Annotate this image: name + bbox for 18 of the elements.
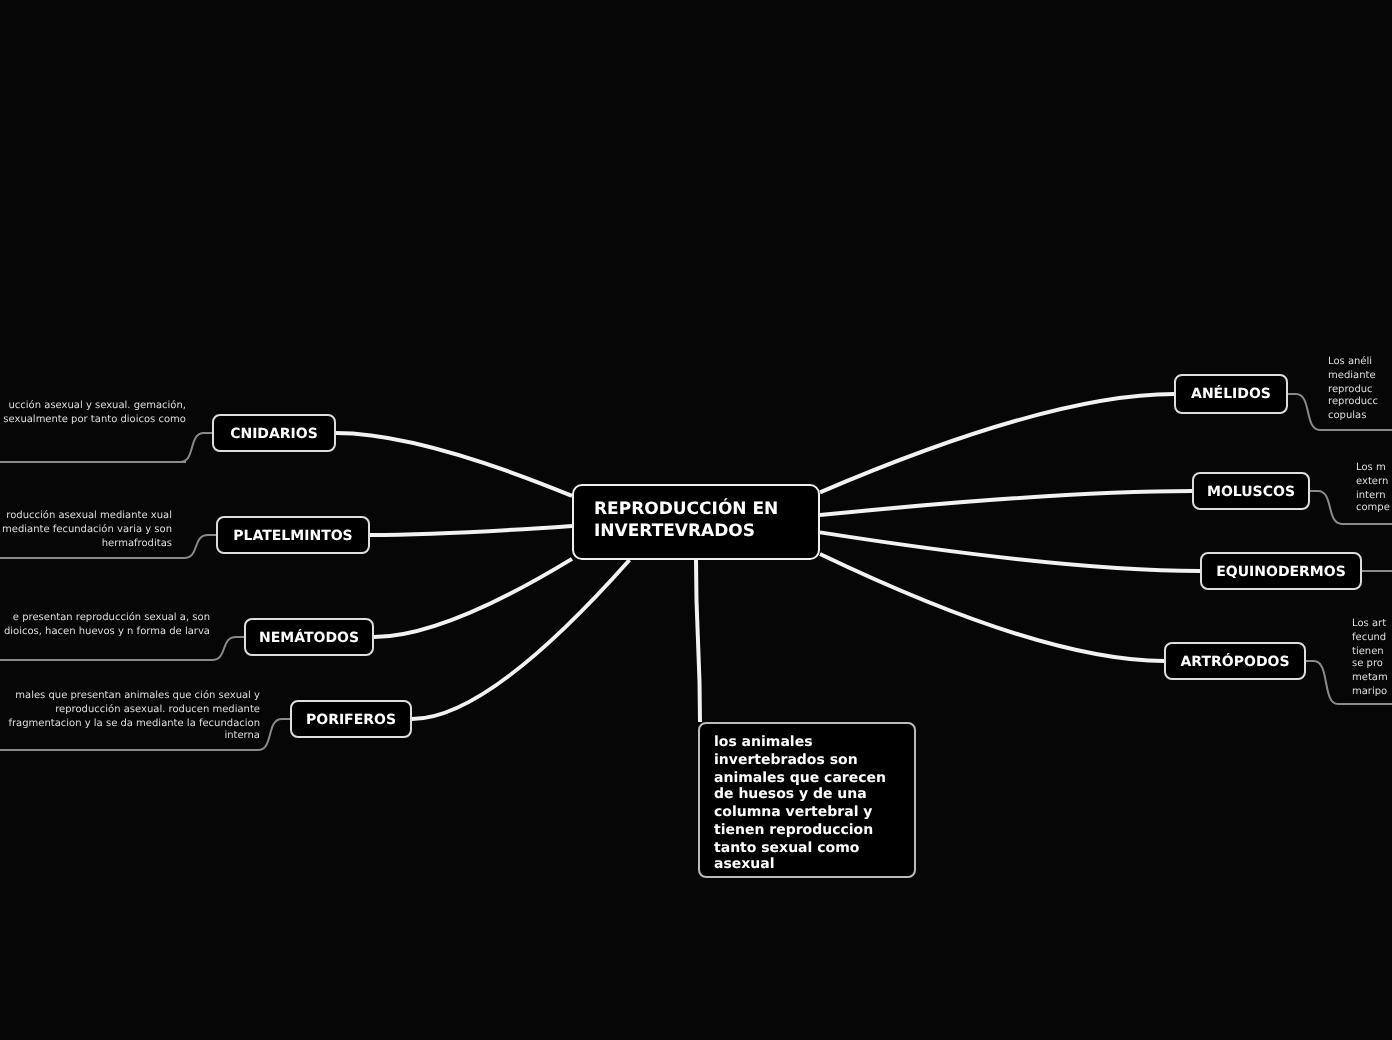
connector-line [819,530,1201,573]
connector-line [335,431,573,498]
branch-line [0,718,291,751]
connector-line [819,552,1165,663]
connector-line [370,524,573,537]
connector-line [819,489,1192,518]
connector-line [819,392,1175,495]
branch-line [0,432,213,463]
branch-line [1361,570,1392,572]
connector-line [373,557,573,639]
branch-line [0,636,245,661]
connector-line [411,558,631,721]
branch-line [1305,660,1392,705]
branch-line [1309,490,1392,525]
branch-line [0,534,217,559]
branch-line [1287,393,1392,431]
central-topic-box: REPRODUCCIÓN EN INVERTEVRADOS [572,484,820,560]
connector-line [694,560,702,722]
